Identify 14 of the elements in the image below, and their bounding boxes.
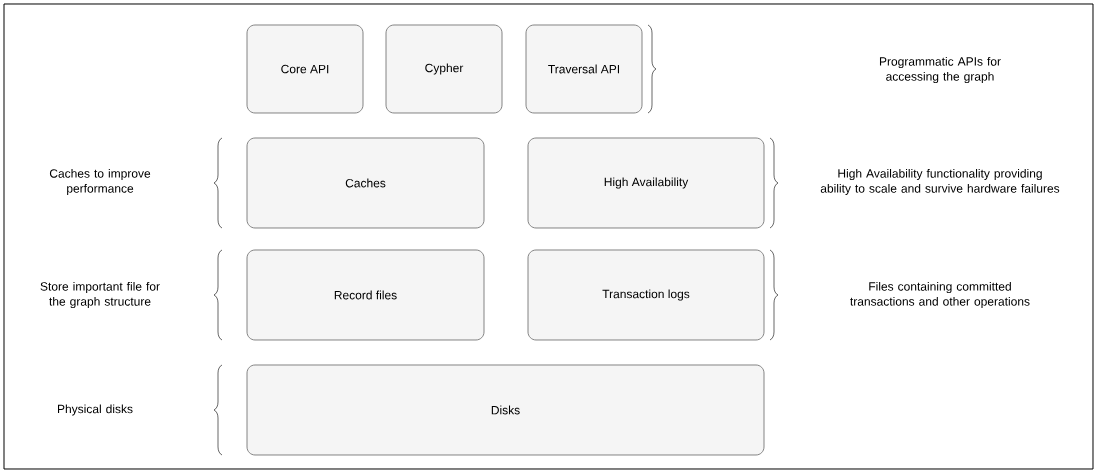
- layer-box: Record files: [246, 249, 485, 341]
- layer-box: Transaction logs: [527, 249, 765, 341]
- note-text: High Availability functionality providing ability to scale and survive hardware failures: [820, 168, 1060, 196]
- note-text: Programmatic APIs for accessing the graph: [880, 56, 1001, 84]
- layer-box: Disks: [246, 364, 765, 456]
- layer-box: Traversal API: [525, 24, 643, 114]
- note-text: Files containing committed transactions and other operations: [850, 281, 1030, 309]
- note-text: Physical disks: [58, 404, 133, 416]
- layer-box: Core API: [246, 24, 364, 114]
- note-text: Caches to improve performance: [49, 168, 151, 196]
- layer-box: Caches: [246, 137, 485, 229]
- layer-box: High Availability: [527, 137, 765, 229]
- layer-box: Cypher: [385, 24, 503, 114]
- note-text: Store important file for the graph structure: [40, 281, 160, 309]
